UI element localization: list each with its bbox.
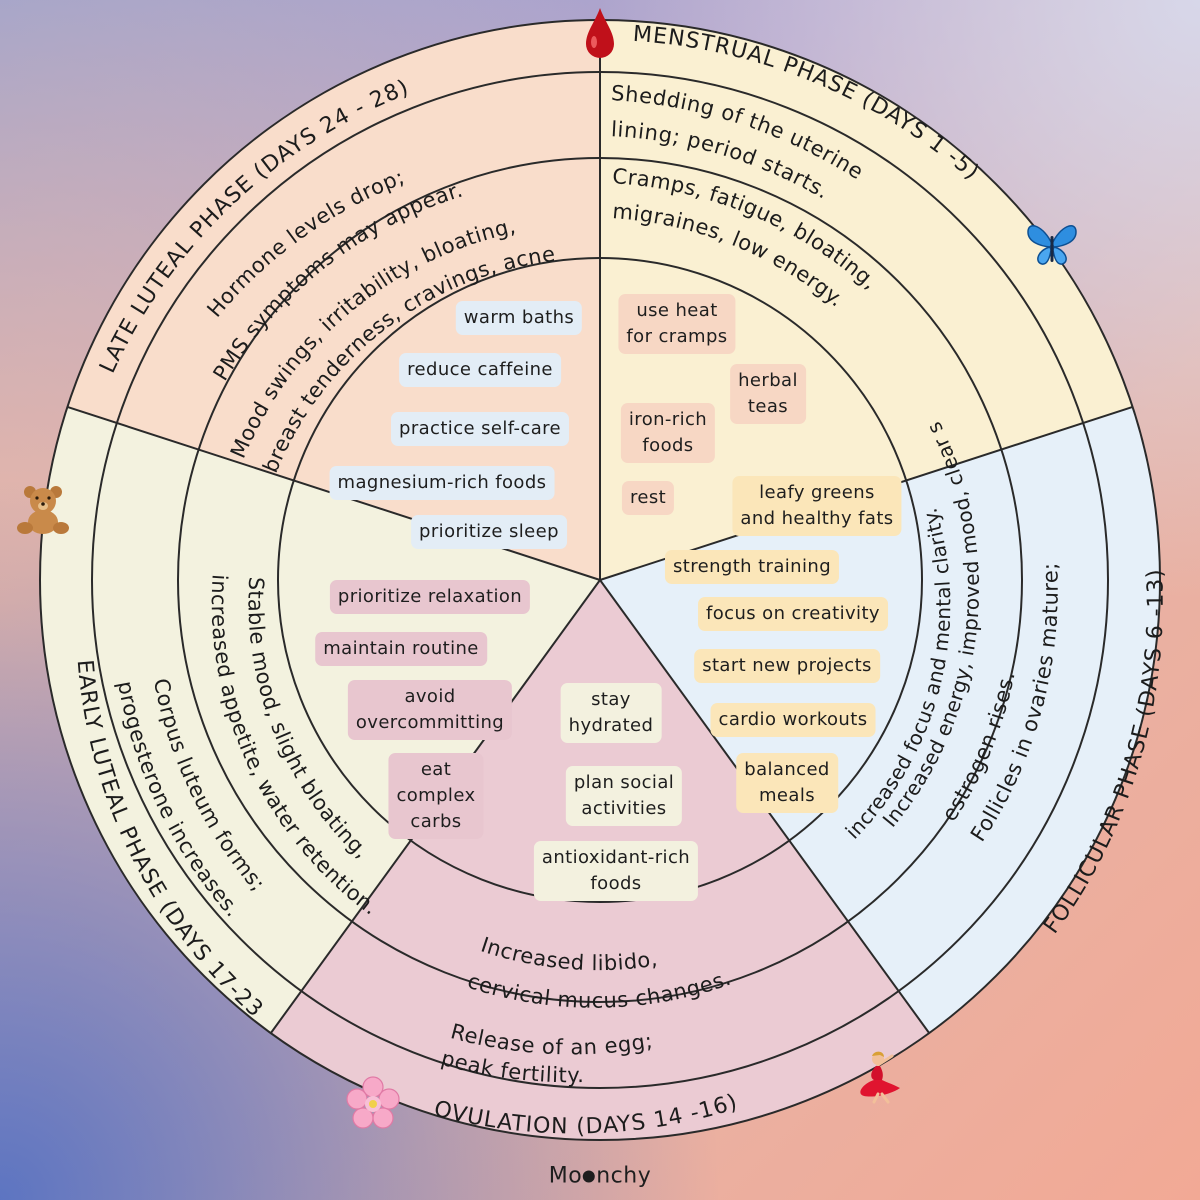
tip-chip: maintain routine: [315, 632, 487, 666]
tip-chip: balanced meals: [736, 753, 838, 813]
butterfly-icon: [1027, 225, 1077, 265]
tip-chip: eat complex carbs: [388, 753, 484, 839]
tip-chip: practice self-care: [390, 412, 570, 446]
tip-chip: iron-rich foods: [620, 403, 716, 463]
tip-chip: herbal teas: [730, 364, 806, 424]
brand-logo-dot: [583, 1170, 596, 1182]
tip-chip: avoid overcommitting: [347, 680, 513, 740]
blood-drop-icon: [586, 8, 614, 58]
teddy-bear-icon: [17, 486, 69, 534]
sector-early-luteal: [39, 406, 601, 1034]
dancer-icon: [860, 1051, 900, 1104]
tip-chip: strength training: [664, 550, 840, 584]
tip-chip: prioritize sleep: [411, 515, 567, 549]
tip-chip: start new projects: [694, 649, 880, 683]
tip-chip: plan social activities: [565, 766, 683, 826]
tip-chip: use heat for cramps: [618, 294, 736, 354]
tip-chip: focus on creativity: [698, 597, 888, 631]
tip-chip: warm baths: [455, 301, 583, 335]
tip-chip: reduce caffeine: [399, 353, 561, 387]
tip-chip: leafy greens and healthy fats: [732, 476, 902, 536]
tip-chip: magnesium-rich foods: [329, 466, 555, 500]
tip-chip: prioritize relaxation: [329, 580, 531, 614]
tip-chip: stay hydrated: [560, 683, 662, 743]
cherry-blossom-icon: [346, 1076, 400, 1129]
tip-chip: antioxidant-rich foods: [533, 841, 699, 901]
tip-chip: cardio workouts: [710, 703, 876, 737]
tip-chip: rest: [621, 481, 675, 515]
sector-menstrual: [600, 20, 1133, 580]
